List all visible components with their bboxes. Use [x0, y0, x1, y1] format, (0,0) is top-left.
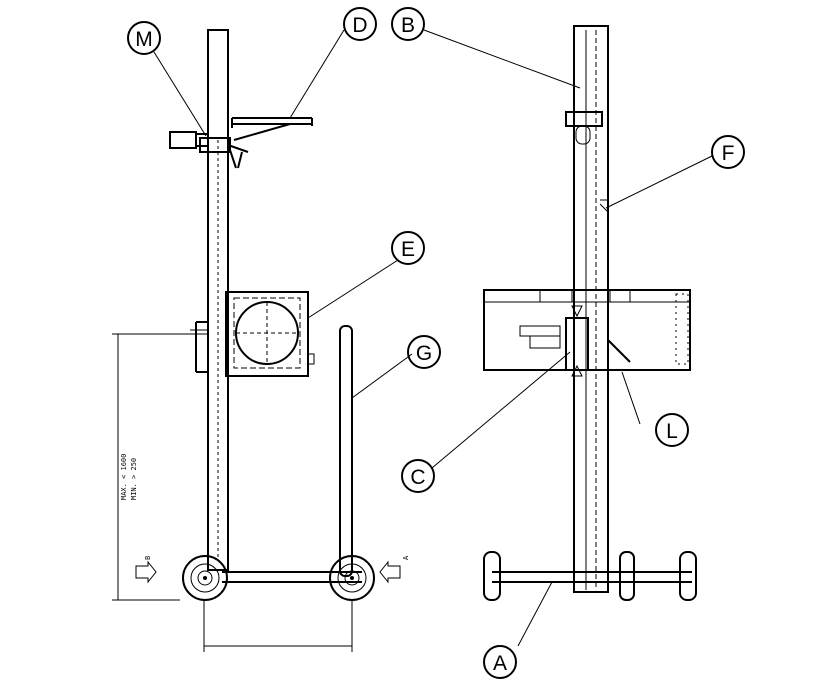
front-base	[492, 571, 692, 583]
callout-b-label: B	[401, 14, 415, 37]
view-mark-right-label: A	[402, 555, 410, 560]
front-housing	[483, 289, 691, 377]
side-view: MAX. < 1600 MIN. > 250 B A	[112, 29, 413, 652]
callout-f-label: F	[722, 142, 735, 165]
rear-post	[339, 325, 353, 577]
front-wheel-left	[483, 551, 501, 601]
leader-c	[431, 351, 571, 469]
callout-m: M	[127, 21, 161, 55]
leader-a	[517, 581, 553, 647]
view-mark-left: B	[135, 556, 157, 584]
callout-g: G	[407, 335, 441, 369]
callout-c: C	[401, 459, 435, 493]
side-front-wheel	[182, 555, 228, 601]
side-column	[207, 29, 229, 571]
callout-d: D	[343, 7, 377, 41]
callout-c-label: C	[410, 466, 425, 489]
callout-a-label: A	[493, 652, 507, 675]
callout-m-label: M	[135, 28, 153, 51]
callout-d-label: D	[352, 14, 367, 37]
leader-f	[605, 155, 713, 209]
front-wheel-right	[679, 551, 697, 601]
leader-m	[153, 51, 207, 137]
view-mark-left-label: B	[144, 556, 152, 560]
height-slider-bracket	[190, 321, 208, 373]
optical-head-unit	[169, 131, 249, 169]
height-max-label: MAX. < 1600	[120, 454, 128, 500]
front-column	[573, 25, 609, 593]
height-min-label: MIN. > 250	[130, 458, 138, 500]
callout-l: L	[655, 413, 689, 447]
callout-a: A	[483, 645, 517, 679]
callout-e: E	[391, 231, 425, 265]
front-view	[423, 25, 713, 647]
callout-b: B	[391, 7, 425, 41]
leader-d	[289, 29, 345, 119]
callout-f: F	[711, 135, 745, 169]
front-wheel-center	[619, 551, 635, 601]
leader-e	[307, 259, 399, 319]
visor-arm	[231, 117, 313, 141]
height-scale	[599, 199, 609, 213]
height-dimension: MAX. < 1600 MIN. > 250	[112, 333, 208, 601]
column-clamp	[565, 111, 603, 145]
width-dimension	[203, 600, 353, 652]
leader-b	[423, 29, 581, 89]
callout-l-label: L	[666, 420, 678, 443]
leader-g	[351, 353, 413, 399]
callout-e-label: E	[401, 238, 415, 261]
leader-l	[621, 371, 641, 425]
callout-g-label: G	[416, 342, 432, 365]
screen-box	[225, 291, 315, 377]
view-mark-right: A	[379, 555, 410, 584]
